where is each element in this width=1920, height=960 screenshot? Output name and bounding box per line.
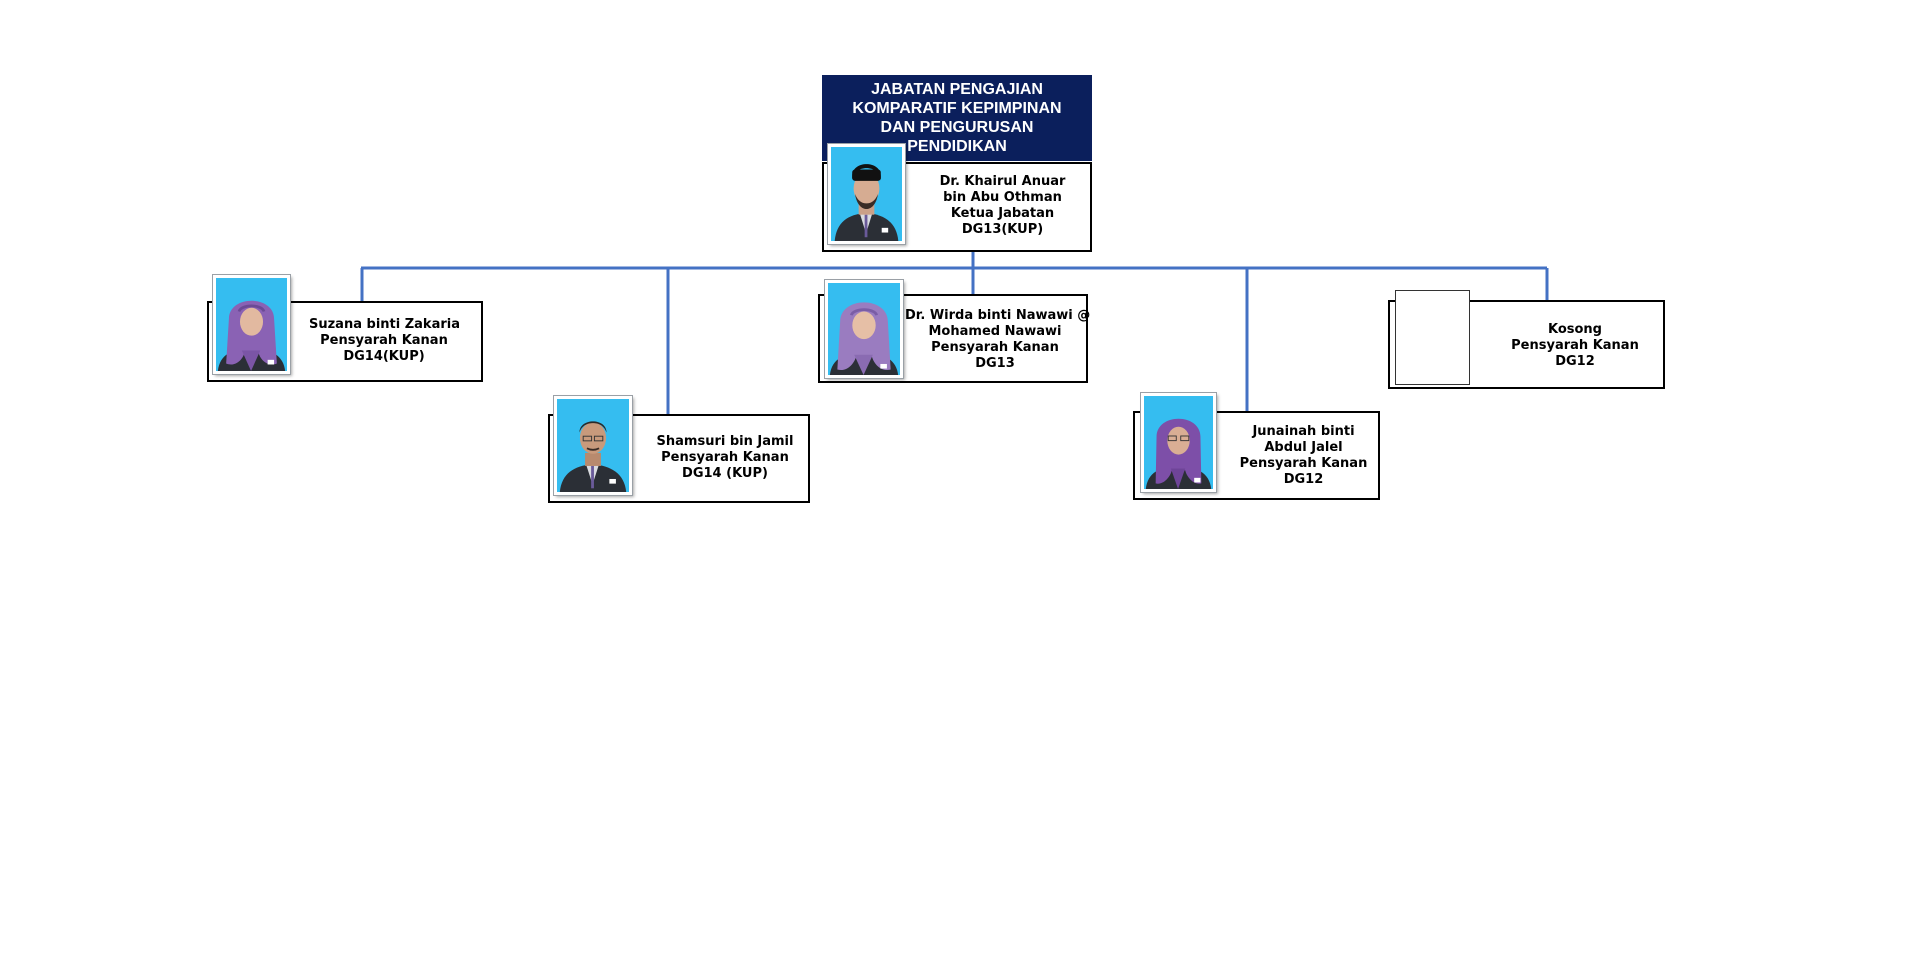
portrait-woman-hijab-icon [216,278,287,371]
staff-name: Suzana binti Zakaria [309,317,460,332]
portrait-man-cap-icon [831,147,902,241]
staff-name-line-1: Dr. Wirda binti Nawawi @ [905,308,1091,323]
staff-grade: DG12 [1555,354,1595,369]
staff-name: Kosong [1547,322,1602,337]
department-title-line: JABATAN PENGAJIAN [871,81,1043,98]
head-position: Ketua Jabatan [950,206,1055,221]
staff-position: Pensyarah Kanan [931,340,1059,355]
head-name-line-1: Dr. Khairul Anuar [939,174,1066,189]
staff-text-5: Kosong Pensyarah Kanan DG12 [1500,322,1650,370]
portrait-woman-hijab-icon [828,283,900,375]
staff-name-line-2: Mohamed Nawawi [928,324,1062,339]
portrait-woman-hijab-icon [1144,396,1213,489]
staff-grade: DG12 [1283,472,1324,487]
staff-name-line-2: Abdul Jalel [1264,440,1343,455]
department-title-line: KOMPARATIF KEPIMPINAN [852,100,1062,117]
staff-grade: DG14 (KUP) [682,466,768,481]
staff-photo-2 [553,395,633,496]
staff-photo-1 [212,274,291,375]
staff-photo-3 [824,279,904,379]
staff-photo-5-empty [1395,290,1470,385]
staff-text-2: Shamsuri bin Jamil Pensyarah Kanan DG14 … [650,434,800,482]
staff-text-3: Dr. Wirda binti Nawawi @ Mohamed Nawawi … [905,308,1091,372]
staff-grade: DG14(KUP) [343,349,425,364]
head-text: Dr. Khairul Anuar bin Abu Othman Ketua J… [935,174,1070,238]
portrait-man-icon [557,399,629,492]
department-title-line: DAN PENGURUSAN [880,119,1034,136]
head-grade: DG13(KUP) [961,222,1044,237]
staff-name: Shamsuri bin Jamil [656,434,794,449]
staff-position: Pensyarah Kanan [1239,456,1368,471]
head-photo [827,143,906,245]
staff-photo-4 [1140,392,1217,493]
department-title: JABATAN PENGAJIAN KOMPARATIF KEPIMPINAN … [822,75,1092,161]
staff-position: Pensyarah Kanan [1511,338,1639,353]
staff-position: Pensyarah Kanan [320,333,448,348]
staff-name-line-1: Junainah binti [1252,424,1355,439]
head-name-line-2: bin Abu Othman [943,190,1062,205]
staff-position: Pensyarah Kanan [661,450,789,465]
staff-text-1: Suzana binti Zakaria Pensyarah Kanan DG1… [309,317,460,365]
staff-text-4: Junainah binti Abdul Jalel Pensyarah Kan… [1236,424,1371,488]
staff-grade: DG13 [975,356,1015,371]
department-title-line: PENDIDIKAN [907,138,1007,155]
